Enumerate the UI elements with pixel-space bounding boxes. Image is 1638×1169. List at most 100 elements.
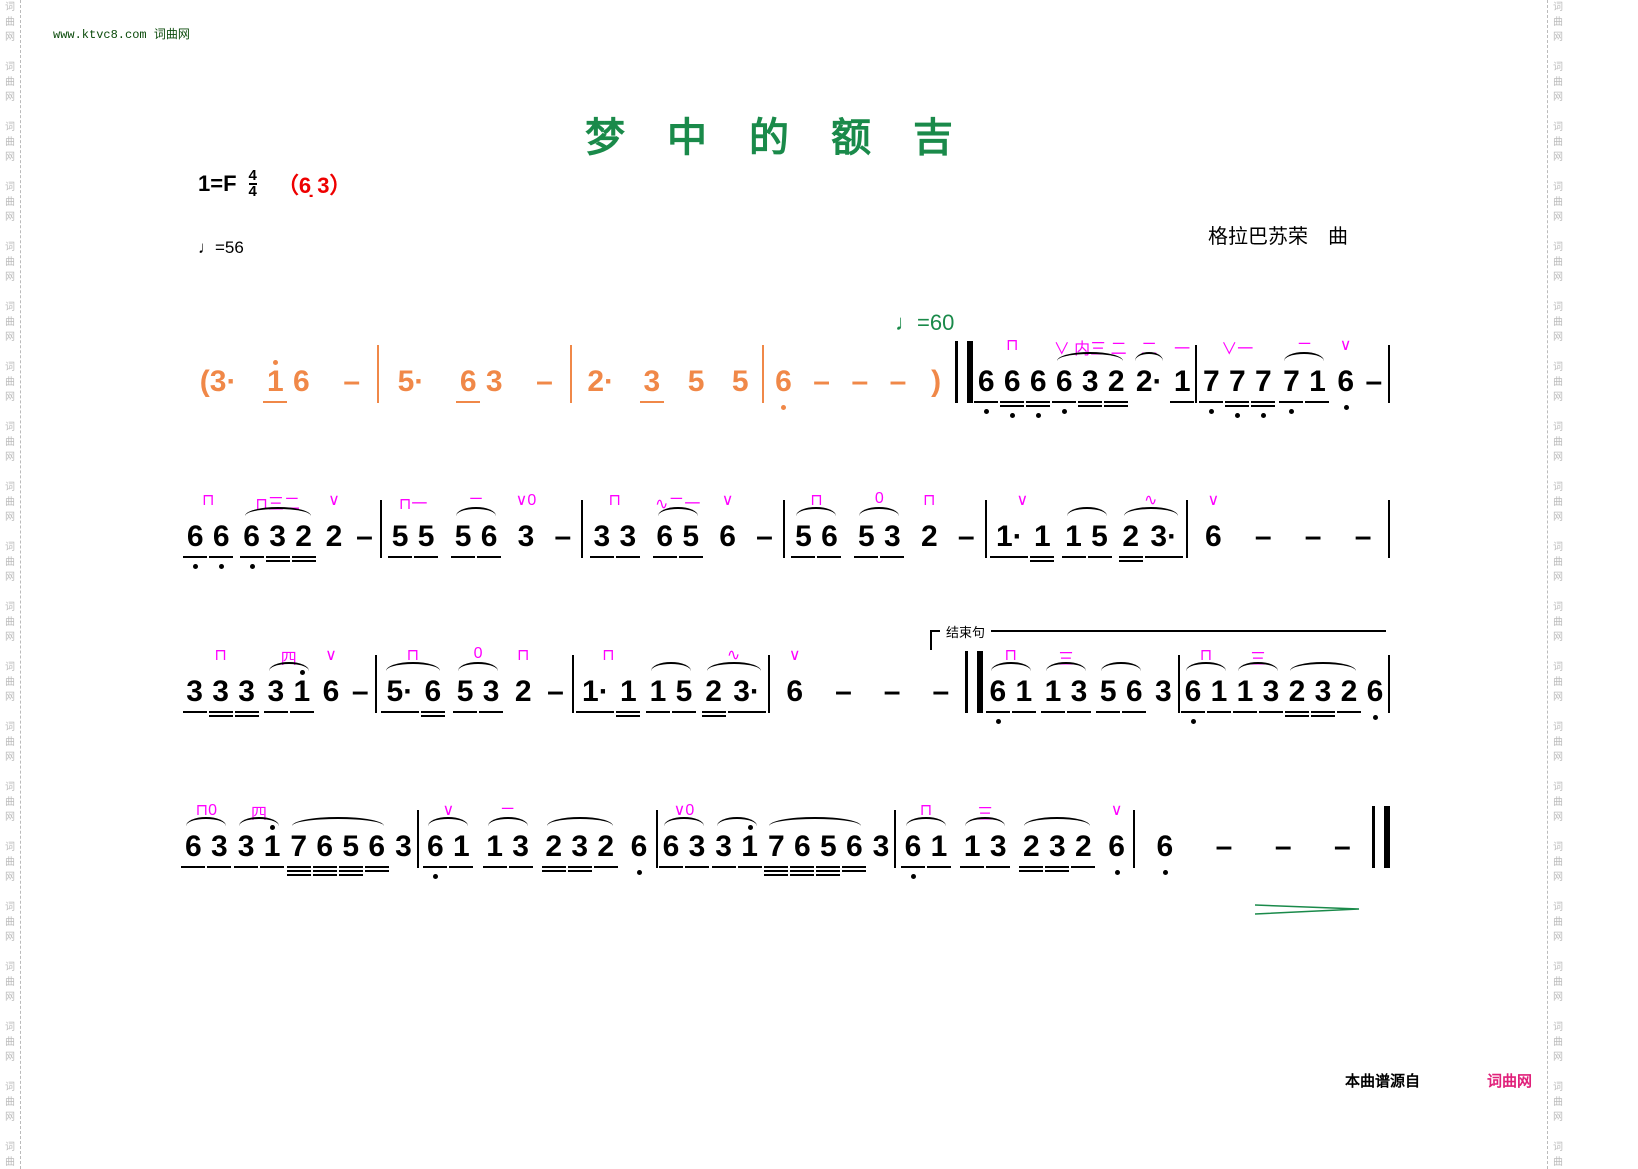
note: 6 <box>1362 645 1388 735</box>
note: – <box>550 490 576 580</box>
note-group: 6 <box>1152 800 1178 890</box>
note: 6 <box>626 800 652 890</box>
underline <box>1310 715 1335 717</box>
note-digit: 6 <box>480 520 498 553</box>
note-digit: – <box>1304 520 1322 553</box>
note: 2 <box>1118 490 1144 580</box>
note: 2 <box>1103 335 1129 425</box>
underline <box>1336 711 1361 713</box>
note: – <box>885 335 911 425</box>
note-digit: 1 <box>930 830 948 863</box>
note-digit: 3 <box>212 675 229 708</box>
slur <box>796 507 837 525</box>
note: 6 <box>318 645 344 735</box>
note: 6 <box>312 800 338 890</box>
fingering-mark: ⊓ <box>406 647 420 664</box>
low-octave-dot <box>636 870 642 875</box>
note: 3 <box>233 800 259 890</box>
note-digit: 3 <box>643 365 661 398</box>
note-digit: 3 <box>884 520 901 553</box>
note: 7 <box>1250 335 1276 425</box>
note: 3 <box>711 800 737 890</box>
note-group: 5· <box>391 335 431 425</box>
underline <box>1040 711 1065 713</box>
note: 6 <box>715 490 741 580</box>
note-digit: 7 <box>767 830 785 863</box>
note-digit: 2 <box>514 675 532 708</box>
low-octave-dot <box>1010 413 1016 418</box>
slur <box>1045 662 1086 680</box>
note-digit: 6 <box>786 675 804 708</box>
note-group: – <box>885 335 911 425</box>
note-group: 5 <box>683 335 709 425</box>
underline <box>1225 401 1250 403</box>
note: 3 <box>208 645 234 735</box>
measure: 6–––) <box>764 335 955 425</box>
note: 3 <box>1310 645 1336 735</box>
underline <box>652 556 677 558</box>
note-digit: 5· <box>397 365 425 398</box>
underline <box>508 866 533 868</box>
underline <box>1225 405 1250 407</box>
fingering-mark: 一 <box>1174 341 1191 358</box>
note: 3 <box>206 800 232 890</box>
fingering-mark: ∨一 <box>1221 341 1254 358</box>
underline <box>208 711 233 713</box>
note: 6 <box>816 490 842 580</box>
slur <box>1101 662 1142 680</box>
fingering-mark: 0 <box>473 645 483 662</box>
note: 6 <box>973 335 999 425</box>
note: 3 <box>589 490 615 580</box>
underline <box>974 401 999 403</box>
note-digit: 3 <box>186 675 203 708</box>
note-digit: 3 <box>715 830 732 863</box>
source-site-link[interactable]: 词曲网 <box>1487 1073 1533 1090</box>
low-octave-dot <box>995 719 1001 724</box>
fingering-mark: ⊓ <box>810 492 823 509</box>
slur <box>428 817 469 835</box>
fingering-mark: 0 <box>874 490 884 507</box>
low-octave-dot <box>1235 413 1241 418</box>
barline <box>569 345 572 403</box>
note-group: ) <box>923 335 949 425</box>
note: 2 <box>321 490 347 580</box>
note: 6 <box>1104 800 1130 890</box>
underline <box>1118 560 1143 562</box>
note-digit: 3 <box>395 830 412 863</box>
slur <box>1237 662 1278 680</box>
note-digit: 5· <box>386 675 414 708</box>
note-digit: 2 <box>705 675 722 708</box>
slur <box>1284 352 1325 370</box>
barline <box>581 500 584 558</box>
note-group: ⊓1·1 <box>575 645 641 735</box>
underline <box>482 866 507 868</box>
barline <box>762 345 765 403</box>
note-group: ∨6 <box>782 645 808 735</box>
underline <box>207 866 232 868</box>
note-group: – <box>531 335 557 425</box>
low-octave-dot <box>984 409 990 414</box>
note: 2 <box>916 490 942 580</box>
note-digit: – <box>1354 520 1372 553</box>
note-group: – <box>351 490 377 580</box>
barline <box>376 345 379 403</box>
underline <box>1232 711 1257 713</box>
note-group: – <box>1329 800 1355 890</box>
note-digit: 2· <box>1135 365 1163 398</box>
underline <box>181 866 206 868</box>
note: – <box>347 645 373 735</box>
fingering-mark: ∨ <box>1016 492 1029 509</box>
note: 6 <box>652 490 678 580</box>
